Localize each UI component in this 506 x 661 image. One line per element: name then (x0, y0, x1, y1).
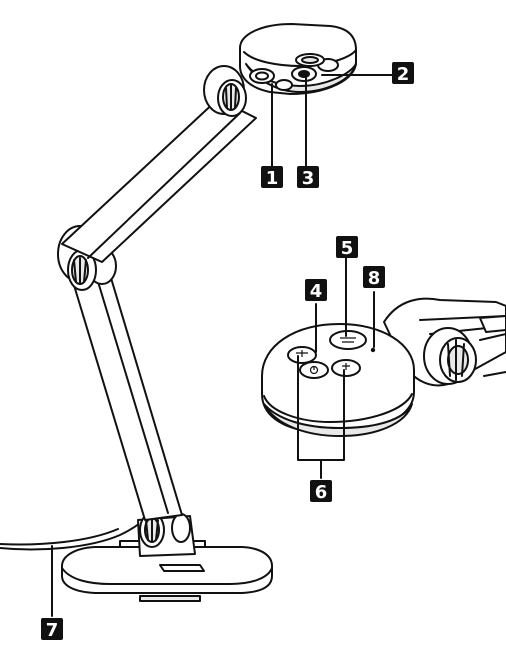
svg-text:1: 1 (266, 168, 279, 189)
callout-4: 4 (305, 279, 327, 302)
svg-text:7: 7 (46, 620, 59, 641)
svg-text:4: 4 (310, 281, 323, 302)
leader-lines (51, 73, 393, 617)
callout-7: 7 (41, 618, 63, 641)
svg-text:8: 8 (368, 268, 381, 289)
top-hinge (203, 65, 247, 117)
svg-text:6: 6 (315, 482, 328, 503)
callout-2: 2 (392, 62, 414, 85)
svg-text:3: 3 (302, 168, 315, 189)
lower-arm (69, 267, 183, 521)
svg-text:2: 2 (397, 64, 410, 85)
camera-base (61, 540, 273, 602)
svg-text:5: 5 (341, 238, 354, 259)
upper-arm (61, 98, 257, 263)
camera-head (239, 23, 357, 95)
callout-8: 8 (363, 266, 385, 289)
callout-1: 1 (261, 166, 283, 189)
callout-3: 3 (297, 166, 319, 189)
usb-cable (0, 511, 153, 551)
control-panel-detail (261, 297, 506, 437)
callout-6: 6 (310, 480, 332, 503)
callout-5: 5 (336, 236, 358, 259)
